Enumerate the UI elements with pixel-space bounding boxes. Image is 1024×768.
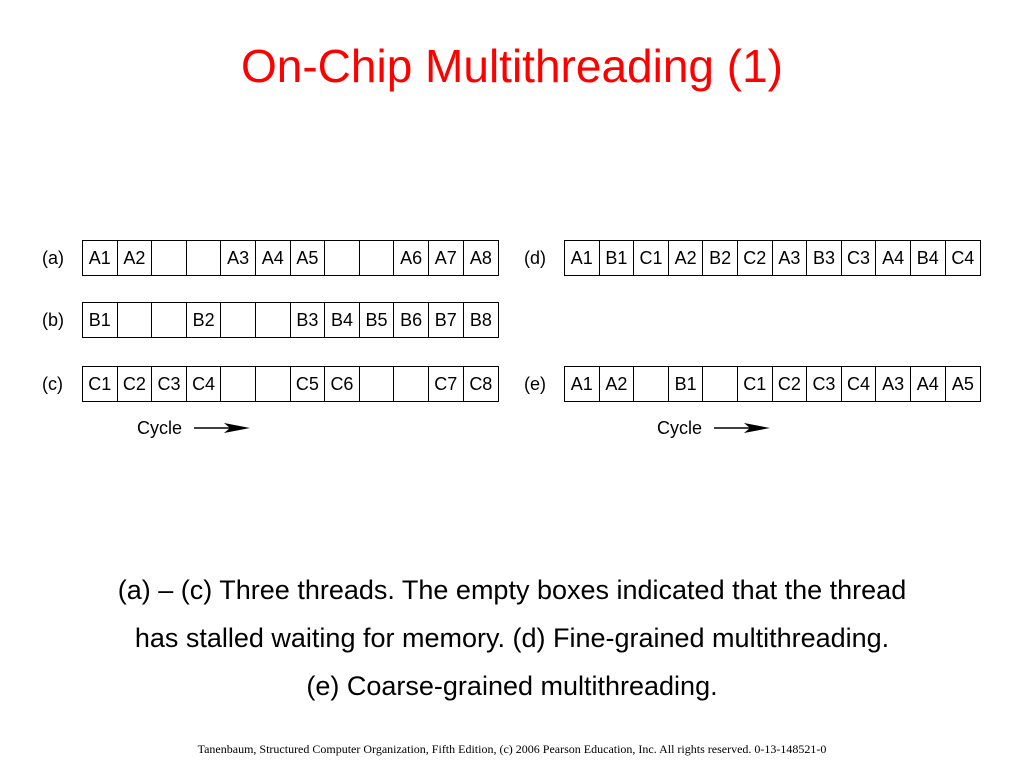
cell xyxy=(360,367,395,401)
diagram-row-b: (b) B1 B2 B3 B4 B5 B6 B7 B8 xyxy=(42,302,502,338)
cell: A2 xyxy=(118,241,153,275)
cell: B6 xyxy=(394,303,429,337)
cell xyxy=(152,303,187,337)
cell: C1 xyxy=(83,367,118,401)
cell: A1 xyxy=(83,241,118,275)
cell xyxy=(360,241,395,275)
copyright-footer: Tanenbaum, Structured Computer Organizat… xyxy=(197,742,827,756)
slide-title: On-Chip Multithreading (1) xyxy=(240,40,783,92)
cell: B5 xyxy=(360,303,395,337)
cell: A2 xyxy=(600,367,635,401)
cell xyxy=(394,367,429,401)
cell: B3 xyxy=(807,241,842,275)
cell xyxy=(634,367,669,401)
caption-line-3: (e) Coarse-grained multithreading. xyxy=(306,671,718,701)
cell xyxy=(703,367,738,401)
diagram-row-a: (a) A1 A2 A3 A4 A5 A6 A7 A8 xyxy=(42,240,502,276)
cell: B2 xyxy=(703,241,738,275)
cell: C4 xyxy=(951,248,975,268)
cell: C1 xyxy=(634,241,669,275)
cell: B2 xyxy=(187,303,222,337)
cell: C2 xyxy=(118,367,153,401)
diagram-row-d: (d) A1 B1 C1 A2 B2 C2 A3 B3 C3 A4 B4 C4 xyxy=(524,240,984,276)
cell: A6 xyxy=(394,241,429,275)
caption-line-1: (a) – (c) Three threads. The empty boxes… xyxy=(117,575,907,605)
cell-strip: B1 B2 B3 B4 B5 B6 B7 B8 xyxy=(82,302,500,338)
row-label: (c) xyxy=(42,374,63,394)
arrow-right-icon xyxy=(194,423,251,433)
cell: B1 xyxy=(669,367,704,401)
cell: C3 xyxy=(152,367,187,401)
cell: C7 xyxy=(429,367,464,401)
slide-caption: (a) – (c) Three threads. The empty boxes… xyxy=(0,566,1024,710)
cell: C8 xyxy=(469,374,493,394)
caption-line-2: has stalled waiting for memory. (d) Fine… xyxy=(134,623,890,653)
cell-strip: A1 A2 A3 A4 A5 A6 A7 A8 xyxy=(82,240,500,276)
row-label: (d) xyxy=(524,248,546,268)
cell: A4 xyxy=(911,367,946,401)
cell: A4 xyxy=(876,241,911,275)
cell: C2 xyxy=(773,367,808,401)
cell: B1 xyxy=(600,241,635,275)
cell xyxy=(152,241,187,275)
cell: B1 xyxy=(83,303,118,337)
cell: A8 xyxy=(469,248,492,268)
cell: A1 xyxy=(565,367,600,401)
cell: B8 xyxy=(469,310,492,330)
cell: A7 xyxy=(429,241,464,275)
cell: C1 xyxy=(738,367,773,401)
cell: C2 xyxy=(738,241,773,275)
cell xyxy=(221,367,256,401)
cell xyxy=(256,367,291,401)
cell: A3 xyxy=(876,367,911,401)
row-label: (b) xyxy=(42,310,64,330)
cell: A2 xyxy=(669,241,704,275)
cell: A1 xyxy=(565,241,600,275)
cell-strip: A1 B1 C1 A2 B2 C2 A3 B3 C3 A4 B4 C4 xyxy=(564,240,982,276)
cell xyxy=(325,241,360,275)
cycle-indicator-left: Cycle xyxy=(137,416,251,440)
cell: C4 xyxy=(187,367,222,401)
diagram-row-e: (e) A1 A2 B1 C1 C2 C3 C4 A3 A4 A5 xyxy=(524,366,984,402)
cell: B7 xyxy=(429,303,464,337)
cell: B3 xyxy=(291,303,326,337)
cycle-label: Cycle xyxy=(137,418,183,438)
cycle-indicator-right: Cycle xyxy=(657,416,771,440)
row-label: (a) xyxy=(42,248,64,268)
cell: C3 xyxy=(842,241,877,275)
cell xyxy=(118,303,153,337)
cell: C5 xyxy=(291,367,326,401)
cell: A5 xyxy=(291,241,326,275)
cell: A3 xyxy=(221,241,256,275)
cell xyxy=(187,241,222,275)
arrow-right-icon xyxy=(714,423,771,433)
cell-strip: C1 C2 C3 C4 C5 C6 C7 C8 xyxy=(82,366,500,402)
cycle-label: Cycle xyxy=(657,418,703,438)
cell: B4 xyxy=(911,241,946,275)
diagram-row-c: (c) C1 C2 C3 C4 C5 C6 C7 C8 xyxy=(42,366,502,402)
cell: C6 xyxy=(325,367,360,401)
cell: A3 xyxy=(773,241,808,275)
row-label: (e) xyxy=(524,374,546,394)
cell xyxy=(221,303,256,337)
cell: A5 xyxy=(951,374,974,394)
cell: B4 xyxy=(325,303,360,337)
cell: C4 xyxy=(842,367,877,401)
cell xyxy=(256,303,291,337)
cell: C3 xyxy=(807,367,842,401)
cell-strip: A1 A2 B1 C1 C2 C3 C4 A3 A4 A5 xyxy=(564,366,982,402)
cell: A4 xyxy=(256,241,291,275)
